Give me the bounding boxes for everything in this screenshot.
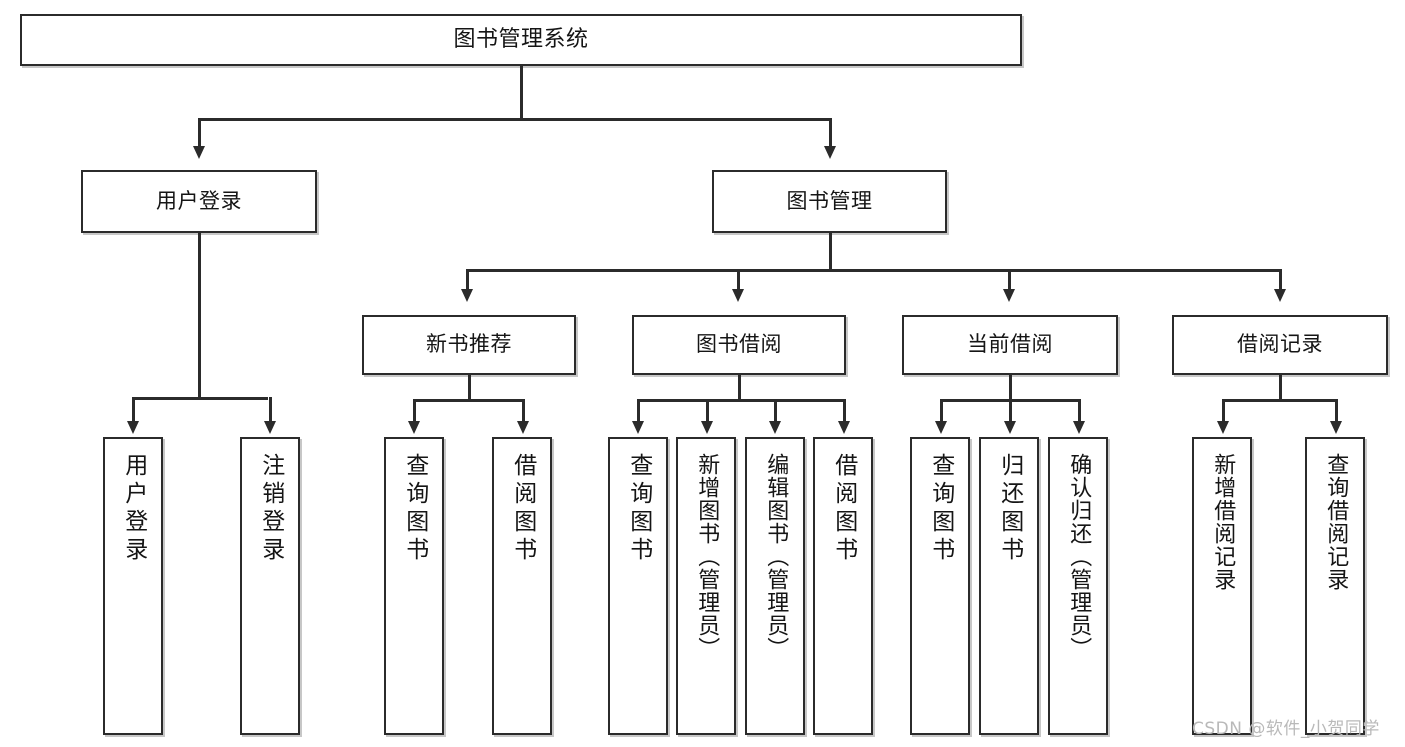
node-leaf-user-login-label: 用户登录 [120, 453, 147, 565]
arrowhead-book-management [824, 146, 836, 159]
connector-user-login-branch-1 [132, 397, 135, 423]
arrowhead-leaf-user-login [127, 421, 139, 434]
node-leaf-edit-book-label: 编辑图书（管理员） [763, 453, 789, 660]
connector-cb-branch-1 [940, 399, 943, 423]
arrowhead-borrow-record [1274, 289, 1286, 302]
connector-root-stem [520, 66, 523, 120]
arrowhead-leaf-query-book-2 [632, 421, 644, 434]
node-book-borrow[interactable]: 图书借阅 [632, 315, 846, 375]
node-leaf-borrow-book-2-label: 借阅图书 [830, 453, 857, 565]
connector-root-to-book-management [829, 118, 832, 148]
node-leaf-return-book-label: 归还图书 [996, 453, 1023, 565]
node-leaf-user-login[interactable]: 用户登录 [103, 437, 163, 735]
connector-bm-branch-1 [466, 269, 469, 291]
connector-cb-branch-3 [1078, 399, 1081, 423]
node-leaf-add-record[interactable]: 新增借阅记录 [1192, 437, 1252, 735]
arrowhead-leaf-borrow-book-2 [838, 421, 850, 434]
connector-nbr-branch-1 [413, 399, 416, 423]
node-leaf-query-book-3-label: 查询图书 [927, 453, 954, 565]
connector-bm-branch-2 [737, 269, 740, 291]
node-user-login[interactable]: 用户登录 [81, 170, 317, 233]
node-leaf-query-book-2-label: 查询图书 [625, 453, 652, 565]
node-leaf-edit-book[interactable]: 编辑图书（管理员） [745, 437, 805, 735]
connector-br-stem [1279, 375, 1282, 401]
connector-user-login-bus [132, 397, 268, 400]
node-root[interactable]: 图书管理系统 [20, 14, 1022, 66]
connector-cb-branch-2 [1009, 399, 1012, 423]
arrowhead-user-login [193, 146, 205, 159]
connector-root-bus [198, 118, 831, 121]
connector-bb-branch-4 [843, 399, 846, 423]
connector-user-login-branch-2 [269, 397, 272, 423]
node-leaf-return-book[interactable]: 归还图书 [979, 437, 1039, 735]
arrowhead-new-book-recommend [461, 289, 473, 302]
node-new-book-recommend[interactable]: 新书推荐 [362, 315, 576, 375]
arrowhead-leaf-add-record [1217, 421, 1229, 434]
node-new-book-recommend-label: 新书推荐 [426, 332, 512, 357]
node-leaf-query-book-1-label: 查询图书 [401, 453, 428, 565]
connector-bb-stem [738, 375, 741, 401]
node-leaf-query-record[interactable]: 查询借阅记录 [1305, 437, 1365, 735]
node-leaf-add-book-label: 新增图书（管理员） [694, 453, 720, 660]
connector-book-management-stem [829, 233, 832, 271]
node-book-borrow-label: 图书借阅 [696, 332, 782, 357]
arrowhead-leaf-add-book [701, 421, 713, 434]
arrowhead-leaf-query-book-1 [408, 421, 420, 434]
connector-bb-branch-3 [774, 399, 777, 423]
arrowhead-leaf-return-book [1004, 421, 1016, 434]
node-leaf-add-record-label: 新增借阅记录 [1210, 453, 1236, 591]
node-user-login-label: 用户登录 [156, 188, 242, 213]
node-leaf-confirm-return[interactable]: 确认归还（管理员） [1048, 437, 1108, 735]
connector-nbr-stem [468, 375, 471, 401]
arrowhead-leaf-query-book-3 [935, 421, 947, 434]
node-leaf-logout-login[interactable]: 注销登录 [240, 437, 300, 735]
connector-br-branch-2 [1335, 399, 1338, 423]
node-leaf-query-book-1[interactable]: 查询图书 [384, 437, 444, 735]
node-book-management[interactable]: 图书管理 [712, 170, 947, 233]
node-leaf-add-book[interactable]: 新增图书（管理员） [676, 437, 736, 735]
arrowhead-leaf-logout-login [264, 421, 276, 434]
node-leaf-borrow-book-2[interactable]: 借阅图书 [813, 437, 873, 735]
arrowhead-leaf-borrow-book-1 [517, 421, 529, 434]
node-leaf-borrow-book-1[interactable]: 借阅图书 [492, 437, 552, 735]
node-leaf-borrow-book-1-label: 借阅图书 [509, 453, 536, 565]
connector-bb-branch-1 [637, 399, 640, 423]
connector-br-branch-1 [1222, 399, 1225, 423]
connector-br-bus [1222, 399, 1337, 402]
arrowhead-leaf-confirm-return [1073, 421, 1085, 434]
connector-book-management-bus [466, 269, 1280, 272]
connector-nbr-branch-2 [522, 399, 525, 423]
node-book-management-label: 图书管理 [786, 188, 873, 213]
connector-bm-branch-4 [1279, 269, 1282, 291]
arrowhead-leaf-query-record [1330, 421, 1342, 434]
node-borrow-record-label: 借阅记录 [1237, 332, 1323, 357]
arrowhead-book-borrow [732, 289, 744, 302]
node-current-borrow-label: 当前借阅 [967, 332, 1053, 357]
connector-user-login-stem [198, 233, 201, 399]
connector-cb-stem [1009, 375, 1012, 401]
csdn-watermark: CSDN @软件_小贺同学 [1192, 719, 1380, 739]
node-leaf-confirm-return-label: 确认归还（管理员） [1066, 453, 1092, 660]
connector-nbr-bus [413, 399, 524, 402]
node-leaf-query-record-label: 查询借阅记录 [1323, 453, 1349, 591]
node-root-label: 图书管理系统 [453, 26, 589, 52]
node-leaf-logout-login-label: 注销登录 [257, 453, 284, 565]
connector-bm-branch-3 [1008, 269, 1011, 291]
connector-bb-branch-2 [706, 399, 709, 423]
node-borrow-record[interactable]: 借阅记录 [1172, 315, 1388, 375]
arrowhead-current-borrow [1003, 289, 1015, 302]
arrowhead-leaf-edit-book [769, 421, 781, 434]
node-leaf-query-book-2[interactable]: 查询图书 [608, 437, 668, 735]
node-current-borrow[interactable]: 当前借阅 [902, 315, 1118, 375]
node-leaf-query-book-3[interactable]: 查询图书 [910, 437, 970, 735]
connector-root-to-user-login [198, 118, 201, 148]
connector-bb-bus [637, 399, 845, 402]
